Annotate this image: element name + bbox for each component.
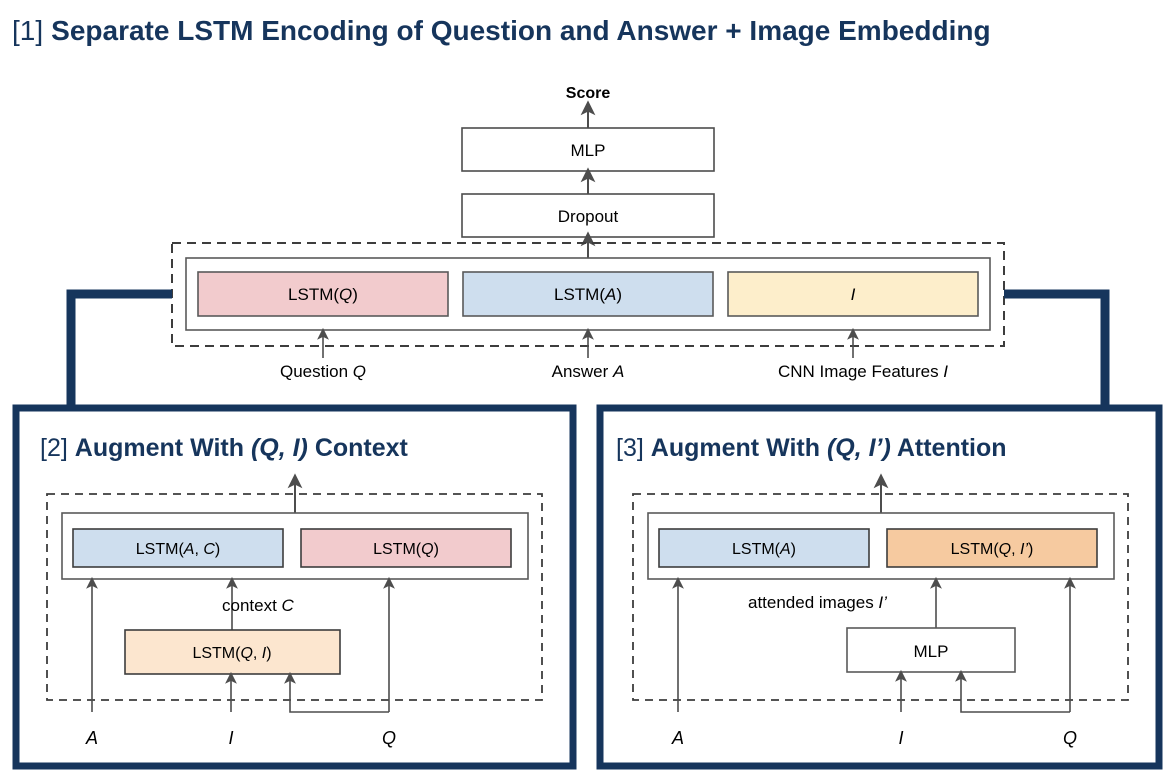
input-label-cnn: CNN Image Features I <box>778 362 948 381</box>
panel2-block-lstm-ac <box>72 528 284 568</box>
panel2-title: [2]Augment With (Q, I) Context <box>40 434 409 462</box>
panel3-block-lstm-a <box>658 528 870 568</box>
block-lstm-q <box>197 271 449 317</box>
panel1-title: [1] Separate LSTM Encoding of Question an… <box>12 15 991 46</box>
panel3-attended-label: attended images I’ <box>748 593 887 612</box>
panel2-index: [2] <box>40 434 68 462</box>
panel3-block-lstm-a-label: LSTM(A) <box>732 541 796 558</box>
panel3-input-a: A <box>671 728 684 748</box>
panel2-block-lstm-qi <box>124 629 341 675</box>
panel1-title-text: Separate LSTM Encoding of Question and A… <box>51 15 990 46</box>
dropout-label: Dropout <box>558 207 619 226</box>
block-lstm-q-label: LSTM(Q) <box>288 285 358 304</box>
block-image-features-label: I <box>851 285 856 304</box>
connector-panel1-to-panel3 <box>1004 289 1110 408</box>
panel2-arrow-q-to-lstm <box>284 671 389 713</box>
panel2-context-label: context C <box>222 596 295 615</box>
panel3-block-lstm-qi2 <box>886 528 1098 568</box>
panel3-block-lstm-qi2-label: LSTM(Q, I’) <box>951 541 1034 558</box>
panel2-block-lstm-ac-label: LSTM(A, C) <box>136 541 220 558</box>
panel1-index: [1] <box>12 15 43 46</box>
dropout-box <box>461 193 715 238</box>
connector-panel1-to-panel2 <box>66 289 172 408</box>
panel2-input-q: Q <box>382 728 396 748</box>
input-label-question: Question Q <box>280 362 366 381</box>
block-image-features <box>727 271 979 317</box>
panel3-mlp-label: MLP <box>914 642 949 661</box>
panel2-block-lstm-qi-label: LSTM(Q, I) <box>192 645 271 662</box>
block-lstm-a-label: LSTM(A) <box>554 285 622 304</box>
block-lstm-a <box>462 271 714 317</box>
panel3-index: [3] <box>616 434 644 462</box>
panel3-input-q: Q <box>1063 728 1077 748</box>
score-label: Score <box>566 85 611 102</box>
panel3-arrow-q-to-mlp <box>955 669 1070 713</box>
panel3-mlp-box <box>846 627 1016 673</box>
panel3-input-i: I <box>898 728 903 748</box>
input-label-answer: Answer A <box>552 362 625 381</box>
panel2-input-i: I <box>228 728 233 748</box>
panel2-block-lstm-q <box>300 528 512 568</box>
mlp-label: MLP <box>571 141 606 160</box>
panel2-input-a: A <box>85 728 98 748</box>
panel2-block-lstm-q-label: LSTM(Q) <box>373 541 439 558</box>
panel3-title: [3]Augment With (Q, I’) Attention <box>616 434 1007 462</box>
panel2-container <box>12 404 577 770</box>
